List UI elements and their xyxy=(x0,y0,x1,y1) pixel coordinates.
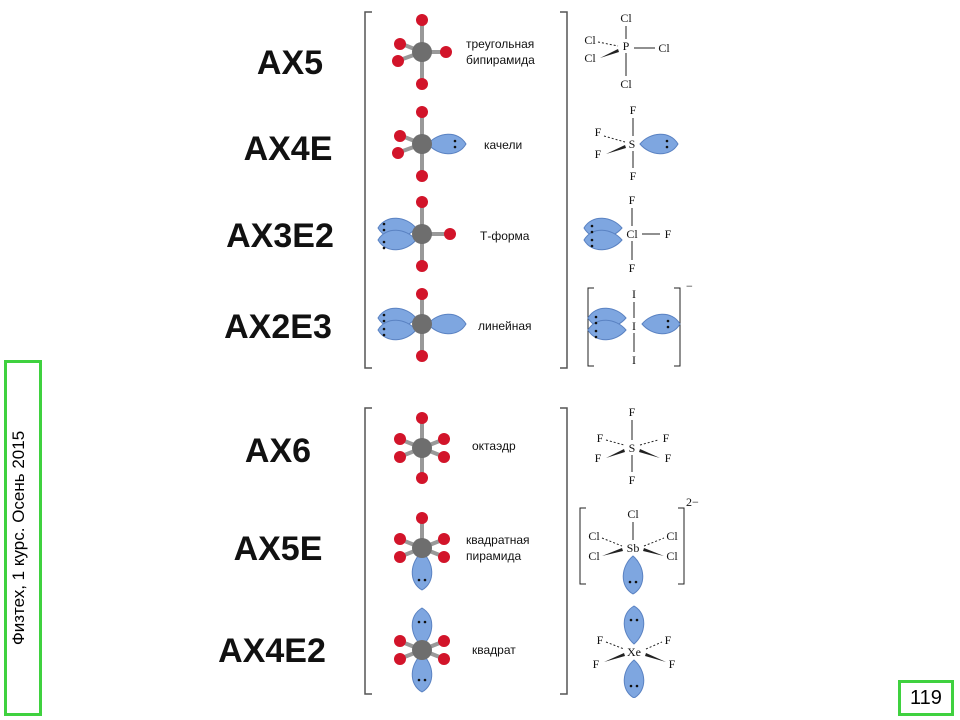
svg-text:F: F xyxy=(593,657,600,671)
model-ax5e xyxy=(394,512,450,591)
svg-text:F: F xyxy=(629,405,636,419)
svg-text:F: F xyxy=(665,451,672,465)
type-ax2e3: AX2E3 xyxy=(224,308,332,346)
svg-text:Cl: Cl xyxy=(627,507,639,521)
svg-text:Cl: Cl xyxy=(584,33,596,47)
svg-text:Cl: Cl xyxy=(666,549,678,563)
svg-text:Cl: Cl xyxy=(658,41,670,55)
type-ax3e2: AX3E2 xyxy=(226,217,334,255)
svg-text:I: I xyxy=(632,287,636,301)
svg-text:I: I xyxy=(632,353,636,367)
svg-text:F: F xyxy=(597,633,604,647)
svg-text:F: F xyxy=(669,657,676,671)
center-ax4e2: Xe xyxy=(627,645,641,659)
svg-text:Cl: Cl xyxy=(620,77,632,91)
side-caption: Физтех, 1 курс. Осень 2015 xyxy=(9,430,28,646)
shape-ax5-line2: бипирамида xyxy=(466,53,535,67)
svg-text:Cl: Cl xyxy=(588,549,600,563)
svg-text:F: F xyxy=(629,193,636,207)
shape-ax5-line1: треугольная xyxy=(466,37,534,51)
shape-ax5e-line1: квадратная xyxy=(466,533,530,547)
svg-text:F: F xyxy=(595,147,602,161)
center-ax3e2: Cl xyxy=(626,227,638,241)
model-ax6 xyxy=(394,412,450,484)
svg-text:F: F xyxy=(595,125,602,139)
type-ax6: AX6 xyxy=(245,432,311,470)
shape-ax4e: качели xyxy=(484,138,522,152)
type-ax4e2: AX4E2 xyxy=(218,632,326,670)
side-caption-box xyxy=(4,360,42,716)
svg-text:F: F xyxy=(663,431,670,445)
svg-text:F: F xyxy=(597,431,604,445)
model-ax3e2 xyxy=(377,196,456,272)
center-ax2e3: I xyxy=(632,319,636,333)
svg-text:F: F xyxy=(665,633,672,647)
page-number: 119 xyxy=(898,680,954,716)
formula-ax2e3: − I I I xyxy=(587,279,693,367)
svg-text:F: F xyxy=(630,103,637,117)
type-ax5: AX5 xyxy=(257,44,323,82)
formula-ax6: S F F F F F F xyxy=(595,405,672,487)
charge-ax5e: 2− xyxy=(686,495,699,509)
formula-ax5e: 2− Sb Cl Cl Cl Cl Cl xyxy=(579,495,699,595)
center-ax5: P xyxy=(623,39,630,53)
svg-text:F: F xyxy=(629,473,636,487)
center-ax6: S xyxy=(629,441,636,455)
svg-text:Cl: Cl xyxy=(620,11,632,25)
center-ax4e: S xyxy=(629,137,636,151)
formula-ax4e2: Xe F F F F xyxy=(593,605,676,698)
vsepr-panel-1: AX5 AX4E AX3E2 AX2E3 треугольная бипирам… xyxy=(224,11,693,369)
shape-ax3e2: Т-форма xyxy=(480,229,530,243)
formula-ax4e: S F F F F xyxy=(595,103,679,183)
formula-ax3e2: Cl F F F xyxy=(583,193,672,275)
shape-ax2e3: линейная xyxy=(478,319,532,333)
svg-text:Cl: Cl xyxy=(584,51,596,65)
model-ax4e2 xyxy=(394,607,450,693)
shape-ax5e-line2: пирамида xyxy=(466,549,522,563)
charge-ax2e3: − xyxy=(686,279,693,293)
model-ax4e xyxy=(392,106,467,182)
model-ax5 xyxy=(392,14,452,90)
center-ax5e: Sb xyxy=(627,541,640,555)
svg-text:F: F xyxy=(665,227,672,241)
formula-ax5: P Cl Cl Cl Cl Cl xyxy=(584,11,670,91)
svg-text:Cl: Cl xyxy=(588,529,600,543)
svg-text:F: F xyxy=(630,169,637,183)
svg-text:F: F xyxy=(629,261,636,275)
model-ax2e3 xyxy=(377,288,467,362)
svg-text:Cl: Cl xyxy=(666,529,678,543)
svg-text:F: F xyxy=(595,451,602,465)
vsepr-panel-2: AX6 AX5E AX4E2 октаэдр S F F F F F F xyxy=(218,405,699,698)
type-ax4e: AX4E xyxy=(244,130,333,168)
shape-ax4e2: квадрат xyxy=(472,643,516,657)
shape-ax6: октаэдр xyxy=(472,439,516,453)
type-ax5e: AX5E xyxy=(234,530,323,568)
